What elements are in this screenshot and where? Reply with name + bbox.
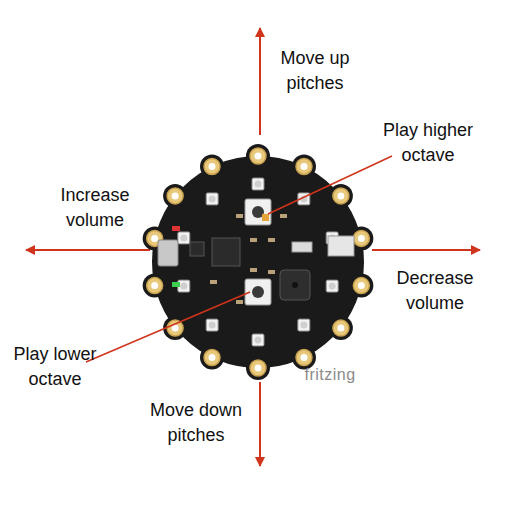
direction-label: Decrease volume <box>385 266 485 316</box>
pad-hole <box>209 163 216 170</box>
leader-line <box>86 292 250 362</box>
pad-hole <box>255 365 262 372</box>
pad-hole <box>300 163 307 170</box>
direction-label: Move down pitches <box>134 398 258 448</box>
pad <box>353 278 369 294</box>
pad-hole <box>337 192 344 199</box>
pad-hole <box>172 192 179 199</box>
battery-connector <box>328 236 354 256</box>
pad <box>167 188 183 204</box>
pad <box>250 148 266 164</box>
direction-arrow <box>372 249 480 251</box>
pad <box>333 188 349 204</box>
smd-part <box>250 238 257 242</box>
smd-part <box>268 270 275 274</box>
pad-hole <box>358 282 365 289</box>
direction-arrow <box>259 28 261 135</box>
leader-line <box>268 156 392 214</box>
led-lens <box>300 322 307 329</box>
neopixel-led <box>206 319 218 331</box>
led-lens <box>255 337 262 344</box>
pad-hole <box>209 354 216 361</box>
callout-label: Play higher octave <box>367 118 489 168</box>
board-body <box>152 156 364 368</box>
smd-part <box>280 214 287 218</box>
pad <box>204 350 220 366</box>
watermark: fritzing <box>290 362 370 387</box>
usb-port <box>158 240 178 266</box>
pad <box>353 230 369 246</box>
light-sensor <box>262 214 269 221</box>
pad <box>296 350 312 366</box>
callout-label: Play lower octave <box>3 342 107 392</box>
neopixel-led <box>326 280 338 292</box>
push-button <box>245 199 271 225</box>
pad <box>147 278 163 294</box>
neopixel-led <box>252 178 264 190</box>
led-lens <box>255 181 262 188</box>
pad-hole <box>300 354 307 361</box>
neopixel-led <box>178 232 190 244</box>
led-lens <box>209 195 216 202</box>
pad <box>333 320 349 336</box>
smd-part <box>250 268 257 272</box>
pad-hole <box>151 282 158 289</box>
slide-switch <box>292 242 312 252</box>
pad <box>296 158 312 174</box>
smd-part <box>236 214 243 218</box>
led-lens <box>329 283 336 290</box>
pad <box>204 158 220 174</box>
direction-arrow <box>26 249 150 251</box>
led-lens <box>180 283 187 290</box>
neopixel-led <box>298 319 310 331</box>
smd-part <box>210 280 217 284</box>
pad-hole <box>151 235 158 242</box>
neopixel-led <box>206 193 218 205</box>
direction-label: Increase volume <box>45 183 145 233</box>
led-lens <box>180 234 187 241</box>
button-cap <box>252 286 264 298</box>
pad <box>250 360 266 376</box>
speaker <box>280 270 310 300</box>
pad-hole <box>255 153 262 160</box>
mcu-chip <box>212 238 240 266</box>
direction-label: Move up pitches <box>265 46 365 96</box>
smd-part <box>268 238 275 242</box>
circuit-board <box>143 144 374 380</box>
power-led <box>172 282 180 287</box>
pad-hole <box>358 235 365 242</box>
smd-part <box>236 300 243 304</box>
neopixel-led <box>252 334 264 346</box>
direction-arrow <box>259 382 261 466</box>
led-lens <box>209 322 216 329</box>
pad <box>167 320 183 336</box>
speaker-hole <box>292 282 298 288</box>
small-chip <box>190 242 204 256</box>
status-led <box>172 226 180 231</box>
pad-hole <box>337 325 344 332</box>
